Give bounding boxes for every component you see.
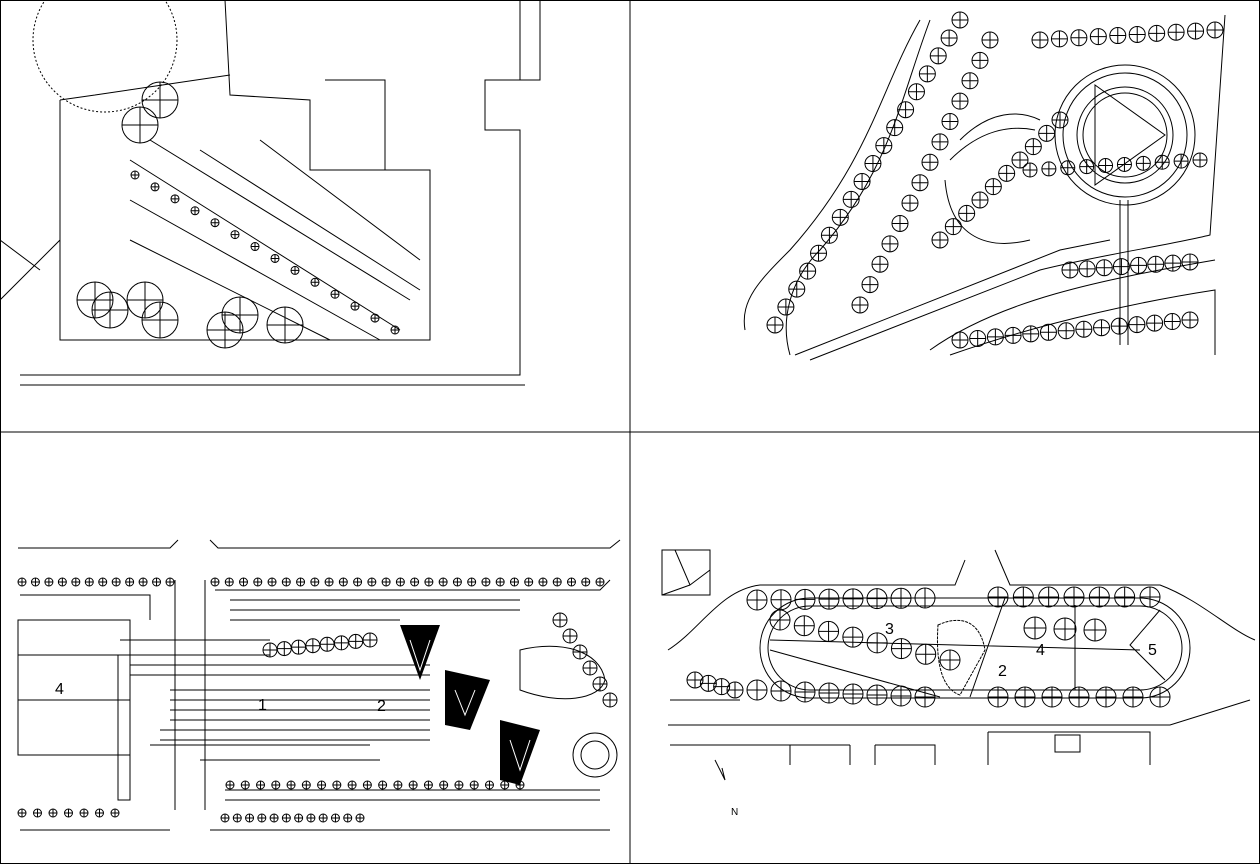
zone-label-2: 2 — [377, 698, 386, 715]
linear-garden-plan: 4 1 2 — [17, 539, 621, 831]
north-label: N — [731, 807, 738, 818]
zone-label-4b: 4 — [1036, 642, 1045, 659]
circular-plaza-plan — [743, 11, 1226, 361]
courtyard-plan — [0, 0, 541, 386]
zone-label-4: 4 — [55, 681, 64, 698]
zone-label-2b: 2 — [998, 663, 1007, 680]
zone-label-1: 1 — [258, 697, 267, 714]
zone-label-5: 5 — [1148, 642, 1157, 659]
oval-park-plan: 3 2 4 5 N — [661, 549, 1256, 818]
zone-label-3: 3 — [885, 621, 894, 638]
